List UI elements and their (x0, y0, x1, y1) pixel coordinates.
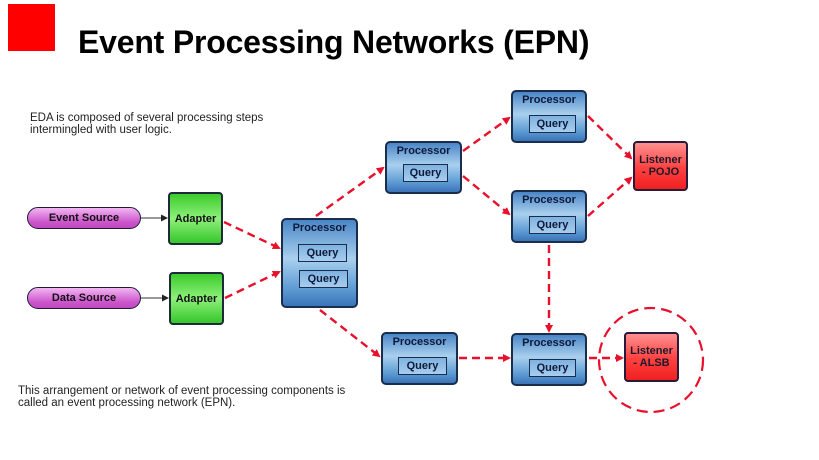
processor-e-node: Processor Query (511, 333, 587, 386)
adapter-2-node: Adapter (169, 272, 224, 325)
edge-processor-c-to-listener-pojo (587, 176, 633, 217)
listener-pojo-label-line-2: - POJO (641, 166, 680, 178)
description-top: EDA is composed of several processing st… (30, 112, 263, 136)
edge-adapter-2-to-processor-main (224, 270, 281, 300)
highlight-circle (597, 306, 705, 414)
processor-a-label: Processor (396, 145, 451, 157)
processor-b-node: Processor Query (511, 90, 587, 143)
listener-pojo-node: Listener - POJO (633, 141, 688, 191)
description-bottom-line-1: This arrangement or network of event pro… (18, 385, 346, 397)
processor-e-query: Query (529, 359, 576, 377)
event-source-label: Event Source (48, 212, 120, 224)
processor-main-node: Processor Query Query (281, 218, 358, 308)
slide-title: Event Processing Networks (EPN) (78, 24, 590, 60)
description-bottom-line-2: called an event processing network (EPN)… (18, 397, 236, 409)
processor-e-label: Processor (522, 337, 576, 349)
processor-c-query: Query (529, 216, 576, 234)
edge-processor-main-to-processor-d (319, 309, 381, 358)
processor-main-label: Processor (292, 222, 347, 234)
edge-processor-b-to-listener-pojo (587, 115, 633, 160)
processor-a-node: Processor Query (385, 141, 462, 194)
edge-processor-a-to-processor-b (462, 116, 511, 152)
listener-alsb-label-line-1: Listener (630, 345, 673, 357)
processor-main-query-1: Query (298, 244, 347, 262)
processor-c-label: Processor (522, 194, 576, 206)
edge-adapter-1-to-processor-main (223, 220, 281, 250)
adapter-1-node: Adapter (168, 192, 223, 245)
accent-square (8, 4, 55, 51)
listener-pojo-label-line-1: Listener (639, 154, 682, 166)
data-source-label: Data Source (51, 292, 117, 304)
adapter-1-label: Adapter (174, 212, 217, 225)
processor-d-query: Query (398, 357, 447, 375)
processor-d-label: Processor (392, 336, 447, 348)
edge-processor-main-to-processor-a (315, 166, 385, 217)
listener-alsb-node: Listener - ALSB (624, 332, 679, 382)
listener-alsb-label-line-2: - ALSB (633, 357, 670, 369)
processor-c-node: Processor Query (511, 190, 587, 243)
description-bottom: This arrangement or network of event pro… (18, 385, 345, 409)
processor-b-label: Processor (522, 94, 576, 106)
processor-d-node: Processor Query (381, 332, 458, 385)
edge-processor-a-to-processor-c (462, 175, 511, 216)
processor-a-query: Query (403, 164, 448, 182)
description-top-line-2: intermingled with user logic. (30, 124, 172, 136)
data-source-node: Data Source (27, 287, 141, 309)
processor-b-query: Query (529, 115, 576, 133)
adapter-2-label: Adapter (175, 292, 218, 305)
description-top-line-1: EDA is composed of several processing st… (30, 112, 264, 124)
event-source-node: Event Source (27, 207, 141, 229)
processor-main-query-2: Query (299, 270, 348, 288)
